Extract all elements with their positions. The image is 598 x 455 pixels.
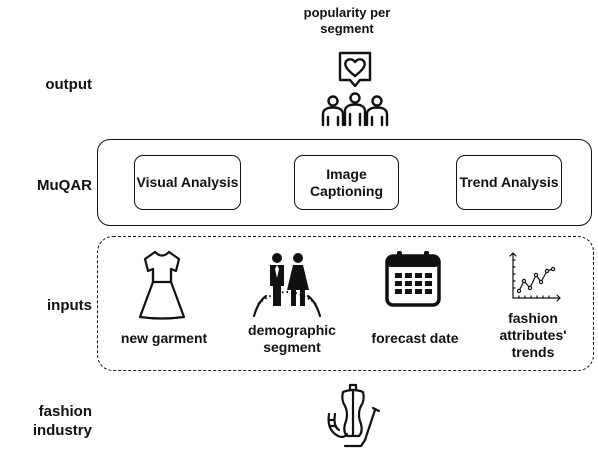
module-visual-analysis: Visual Analysis bbox=[134, 155, 241, 210]
inputs-container bbox=[97, 236, 594, 371]
input-label-demographic-segment: demographic segment bbox=[248, 322, 336, 355]
output-title: popularity per segment bbox=[303, 5, 391, 36]
module-trend-analysis: Trend Analysis bbox=[456, 155, 562, 210]
trend-chart-icon bbox=[505, 251, 561, 303]
row-label-output: output bbox=[45, 76, 92, 93]
module-image-captioning: Image Captioning bbox=[294, 155, 399, 210]
couple-icon bbox=[252, 250, 322, 320]
audience-heart-icon bbox=[319, 49, 391, 127]
row-label-fashion-industry: fashion industry bbox=[32, 403, 92, 439]
row-label-inputs: inputs bbox=[47, 297, 92, 314]
mannequin-icon bbox=[321, 383, 385, 448]
calendar-icon bbox=[384, 250, 442, 308]
input-label-forecast-date: forecast date bbox=[371, 330, 459, 346]
muqar-container bbox=[97, 139, 592, 226]
row-label-muqar: MuQAR bbox=[37, 177, 92, 194]
dress-icon bbox=[136, 249, 188, 321]
input-label-new-garment: new garment bbox=[120, 330, 208, 346]
input-label-fashion-attributes-trends: fashion attributes' trends bbox=[499, 310, 567, 360]
